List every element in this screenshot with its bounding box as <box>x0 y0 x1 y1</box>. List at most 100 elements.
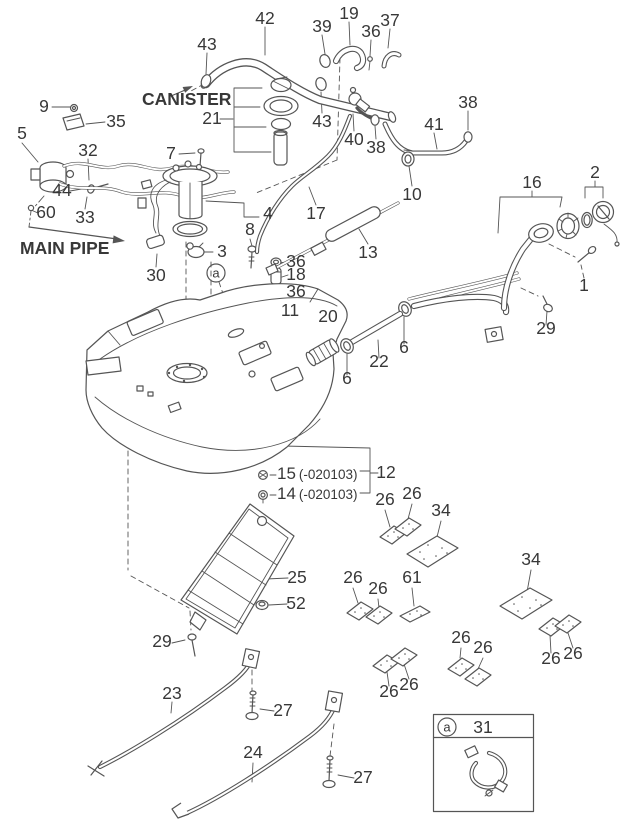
pad-26 <box>464 667 492 687</box>
part-callout-10: 10 <box>402 184 422 204</box>
part-callout-41: 41 <box>424 114 443 134</box>
date-note-number: 14 <box>277 484 296 503</box>
part-callout-37: 37 <box>380 10 399 30</box>
part-callout-4: 4 <box>263 203 273 223</box>
pump-body <box>178 182 203 220</box>
part-callout-13: 13 <box>358 242 377 262</box>
strap-24-bracket <box>324 690 344 713</box>
part-callout-26: 26 <box>473 637 492 657</box>
nut-52 <box>255 599 269 611</box>
part-callout-canister: CANISTER <box>142 89 232 109</box>
part-callout-39: 39 <box>312 16 331 36</box>
bolt-27-upper <box>245 690 259 721</box>
clamp-39-upper <box>319 54 331 68</box>
fuel-pump-module-group <box>137 76 299 259</box>
part-callout-42: 42 <box>255 8 274 28</box>
bolt-29-neck <box>542 295 553 313</box>
screw-36-top <box>367 56 373 71</box>
part-callout-6: 6 <box>342 368 352 388</box>
tank-straps-group <box>87 648 344 819</box>
part-callout-60: 60 <box>36 202 56 222</box>
part-callout-7: 7 <box>166 143 176 163</box>
bolt-29-shield <box>187 633 197 657</box>
pad-26 <box>447 657 475 677</box>
part-callout-26: 26 <box>375 489 394 509</box>
main-pipe-arrow <box>28 226 125 244</box>
part-callout-43: 43 <box>312 111 331 131</box>
part-callout-12: 12 <box>376 462 395 482</box>
filler-opening <box>528 223 554 243</box>
date-note-14: 14(-020103) <box>277 484 357 503</box>
pump-gasket <box>172 220 208 238</box>
pipe-13-connector <box>310 241 327 256</box>
part-callout-38: 38 <box>366 137 385 157</box>
part-callout-24: 24 <box>243 742 263 762</box>
retainer-ring <box>556 212 580 240</box>
part-callout-34: 34 <box>431 500 451 520</box>
part-callout-26: 26 <box>343 567 362 587</box>
sleeve-13 <box>325 206 381 242</box>
strap-23 <box>97 658 254 770</box>
part-callout-34: 34 <box>521 549 541 569</box>
bolt-27-lower <box>322 755 336 789</box>
part-callout-6: 6 <box>399 337 409 357</box>
part-callout-1: 1 <box>579 275 589 295</box>
part-callout-23: 23 <box>162 683 181 703</box>
clamp-43-left <box>200 74 212 88</box>
clamp-6-left <box>340 338 354 354</box>
fuel-tank-outline <box>85 283 348 474</box>
part-callout-30: 30 <box>146 265 166 285</box>
date-note-suffix: (-020103) <box>299 487 358 502</box>
part-callout-11: 11 <box>281 300 299 320</box>
fitting-60 <box>27 204 35 212</box>
fuel-cap-2 <box>591 200 620 247</box>
nut-9 <box>69 103 79 113</box>
valve-3 <box>186 242 205 259</box>
pad-26 <box>554 614 582 634</box>
pump-cap-stack-21 <box>263 76 299 166</box>
pad-26 <box>365 605 393 625</box>
connector-20 <box>305 338 340 367</box>
part-callout-26: 26 <box>379 681 398 701</box>
neck-bracket-16 <box>484 326 504 343</box>
part-callout-36: 36 <box>286 251 305 271</box>
part-callout-2: 2 <box>590 162 600 182</box>
nut-14-icon <box>258 490 269 504</box>
canister-hose-group <box>200 45 402 123</box>
tank-left-notch <box>85 356 122 376</box>
part-callout-17: 17 <box>306 203 325 223</box>
date-note-15: 15(-020103) <box>277 464 357 483</box>
valve-40 <box>348 86 371 113</box>
fuel-tank-group <box>85 283 348 474</box>
part-callout-26: 26 <box>399 674 418 694</box>
cushion-pads-group <box>346 517 582 687</box>
filler-neck-group <box>305 200 620 367</box>
valve-5 <box>30 161 75 193</box>
clamp-31-drawing <box>464 745 508 797</box>
part-callout-32: 32 <box>78 140 97 160</box>
inset-box-31 <box>432 713 535 813</box>
pad-34 <box>499 587 553 620</box>
wiring-harness-30 <box>137 179 171 250</box>
clip-35 <box>62 113 85 131</box>
ref-circle <box>437 717 457 737</box>
ref-letter: a <box>212 266 220 281</box>
date-note-suffix: (-020103) <box>299 467 358 482</box>
part-callout-18: 18 <box>286 264 305 284</box>
canister-arrow <box>170 86 193 97</box>
part-callout-29: 29 <box>152 631 171 651</box>
part-callout-26: 26 <box>402 483 421 503</box>
part-callout-36: 36 <box>286 281 305 301</box>
part-callout-20: 20 <box>318 306 338 326</box>
part-callout-main-pipe: MAIN PIPE <box>20 238 109 258</box>
date-note-number: 15 <box>277 464 296 483</box>
part-callout-27: 27 <box>353 767 372 787</box>
pad-26 <box>346 601 374 621</box>
circled-ref-a: a <box>437 717 457 737</box>
part-callout-25: 25 <box>287 567 306 587</box>
strap-23-bracket <box>241 648 261 669</box>
part-callout-16: 16 <box>522 172 541 192</box>
part-callout-27: 27 <box>273 700 292 720</box>
part-callout-29: 29 <box>536 318 555 338</box>
